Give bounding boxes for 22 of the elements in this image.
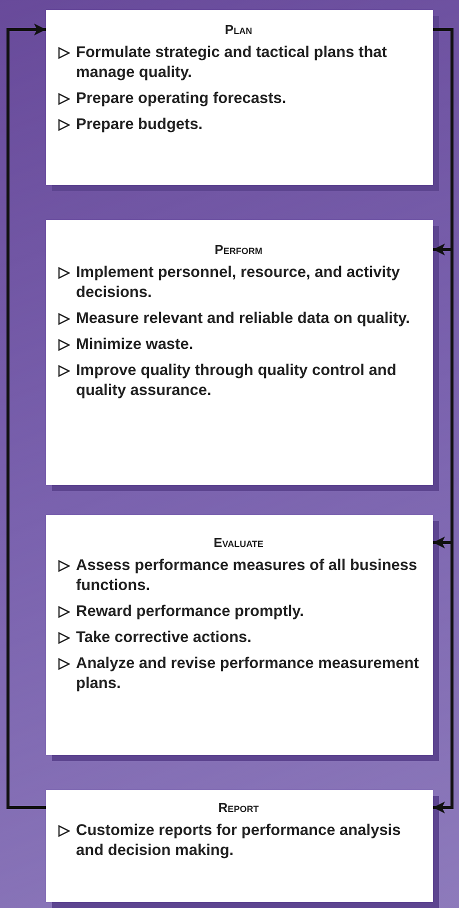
text-card <box>46 515 433 755</box>
bullet-text: Reward performance promptly. <box>76 602 304 622</box>
text-card <box>46 10 433 185</box>
arrow <box>433 28 454 814</box>
bullet-text: Take corrective actions. <box>76 628 252 648</box>
section-heading: Evaluate <box>214 535 264 550</box>
bullet-text: Prepare budgets. <box>76 115 203 135</box>
bullet-text: Measure relevant and reliable data on quality. <box>76 309 410 329</box>
bullet-text: Improve quality through quality control and quality assurance. <box>76 361 398 401</box>
text-card <box>46 790 433 902</box>
bullet-text: Assess performance measures of all business functions. <box>76 556 418 596</box>
bullet-text: Formulate strategic and tactical plans that manage quality. <box>76 43 388 83</box>
bullet-text: Customize reports for performance analysis and decision making. <box>76 821 402 861</box>
section-heading: Perform <box>214 242 262 257</box>
bullet-text: Implement personnel, resource, and activity decisions. <box>76 263 401 303</box>
bullet-text: Minimize waste. <box>76 335 194 355</box>
arrow <box>6 24 46 809</box>
section-heading: Report <box>218 800 259 815</box>
section-heading: Plan <box>224 22 252 37</box>
bullet-text: Prepare operating forecasts. <box>76 89 286 109</box>
text-card <box>46 220 433 485</box>
bullet-text: Analyze and revise performance measurement plans. <box>76 654 419 694</box>
